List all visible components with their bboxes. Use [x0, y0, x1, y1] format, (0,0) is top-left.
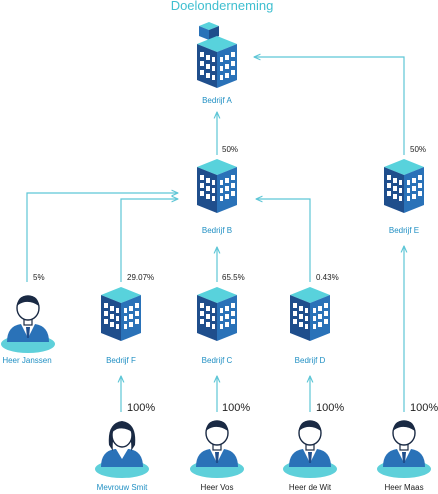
mevrouw-smit-label: Mevrouw Smit [97, 483, 148, 492]
person-male-icon [282, 420, 338, 479]
building-icon [384, 159, 424, 213]
bedrijf-c-node: Bedrijf C [197, 287, 237, 365]
diagram-title: Doelonderneming [171, 0, 274, 13]
percentage-labels: 50% 50% 5% 29.07% 65.5% 0.43% 100% 100% … [33, 145, 438, 414]
person-female-icon [94, 420, 150, 479]
bedrijf-c-label: Bedrijf C [202, 356, 233, 365]
bedrijf-d-node: Bedrijf D [290, 287, 330, 365]
heer-de-wit-label: Heer de Wit [289, 483, 332, 492]
heer-vos-label: Heer Vos [201, 483, 234, 492]
bedrijf-d-label: Bedrijf D [295, 356, 326, 365]
building-icon [197, 159, 237, 213]
edge-f-to-b [120, 199, 178, 282]
bedrijf-a-label: Bedrijf A [202, 96, 232, 105]
heer-janssen-label: Heer Janssen [2, 356, 51, 365]
pct-vos-to-c: 100% [222, 402, 250, 414]
person-male-icon [189, 420, 245, 479]
pct-c-to-b: 65.5% [222, 273, 245, 282]
pct-f-to-b: 29.07% [127, 273, 154, 282]
bedrijf-e-node: Bedrijf E [384, 159, 424, 235]
pct-smit-to-f: 100% [127, 402, 155, 414]
mevrouw-smit-node: Mevrouw Smit [94, 420, 150, 492]
heer-maas-node: Heer Maas [376, 420, 432, 492]
bedrijf-f-node: Bedrijf F [101, 287, 141, 365]
person-male-icon [0, 295, 56, 354]
bedrijf-a-node: Bedrijf A [197, 22, 237, 105]
edge-e-to-a [254, 57, 405, 155]
building-icon [290, 287, 330, 341]
pct-maas-to-e: 100% [410, 402, 438, 414]
pct-e-to-a: 50% [410, 145, 426, 154]
pct-janssen-to-b: 5% [33, 273, 45, 282]
building-icon [197, 287, 237, 341]
heer-de-wit-node: Heer de Wit [282, 420, 338, 492]
pct-b-to-a: 50% [222, 145, 238, 154]
heer-janssen-node: Heer Janssen [0, 295, 56, 365]
bedrijf-b-node: Bedrijf B [197, 159, 237, 235]
bedrijf-f-label: Bedrijf F [106, 356, 136, 365]
bedrijf-b-label: Bedrijf B [202, 226, 232, 235]
person-male-icon [376, 420, 432, 479]
heer-vos-node: Heer Vos [189, 420, 245, 492]
bedrijf-e-label: Bedrijf E [389, 226, 419, 235]
connector-lines [26, 57, 405, 412]
building-icon [197, 22, 237, 88]
edge-d-to-b [256, 199, 311, 282]
heer-maas-label: Heer Maas [384, 483, 423, 492]
pct-d-to-b: 0.43% [316, 273, 339, 282]
pct-dewit-to-d: 100% [316, 402, 344, 414]
edge-janssen-to-b [26, 193, 178, 282]
building-icon [101, 287, 141, 341]
